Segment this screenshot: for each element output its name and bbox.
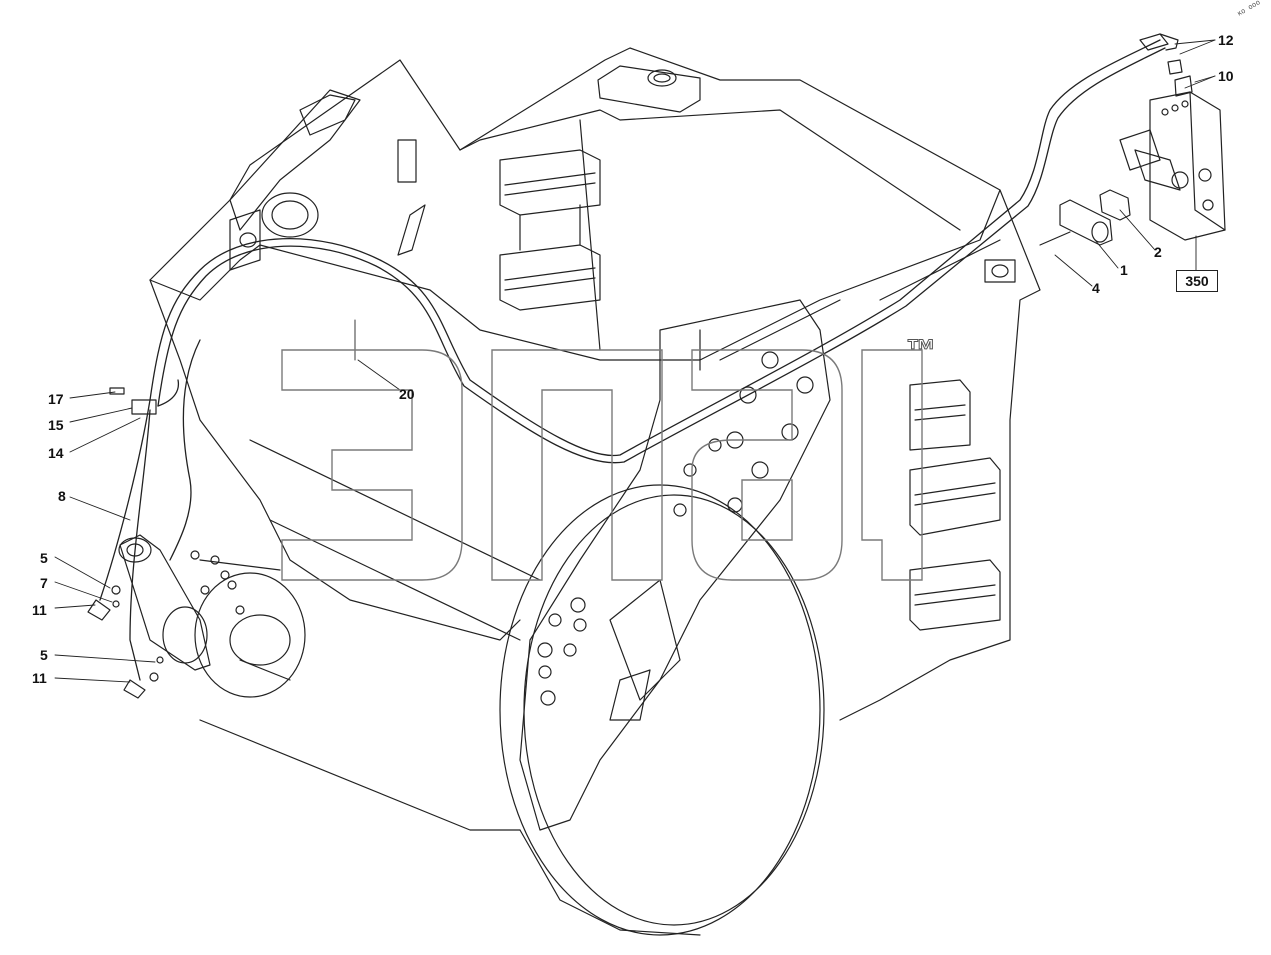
solenoid-parts	[1039, 189, 1131, 246]
inner-steps	[499, 149, 601, 311]
part-label-17: 17	[48, 391, 64, 407]
part-label-10: 10	[1218, 68, 1234, 84]
part-label-4: 4	[1092, 280, 1100, 296]
part-label-5-lower: 5	[40, 647, 48, 663]
part-label-7: 7	[40, 575, 48, 591]
left-motor-bracket	[118, 534, 306, 698]
part-label-11-lower: 11	[32, 670, 47, 686]
part-label-12: 12	[1218, 32, 1234, 48]
part-label-11: 11	[32, 602, 47, 618]
part-label-20: 20	[399, 386, 415, 402]
part-label-14: 14	[48, 445, 64, 461]
part-label-1: 1	[1120, 262, 1128, 278]
part-label-5: 5	[40, 550, 48, 566]
leader-lines	[54, 39, 1216, 683]
part-label-2: 2	[1154, 244, 1162, 260]
part-label-15: 15	[48, 417, 64, 433]
left-side-plate	[229, 89, 426, 271]
drum-flange	[519, 299, 831, 831]
assembly-reference-box: 350	[1176, 270, 1218, 292]
hose-fittings-left	[87, 387, 164, 699]
right-steps	[909, 259, 1016, 631]
top-plate	[597, 65, 701, 113]
trademark-symbol: ™	[906, 334, 937, 368]
frame-outline	[149, 47, 1041, 831]
valve-block	[1119, 33, 1226, 241]
part-label-8: 8	[58, 488, 66, 504]
drum	[199, 484, 825, 936]
